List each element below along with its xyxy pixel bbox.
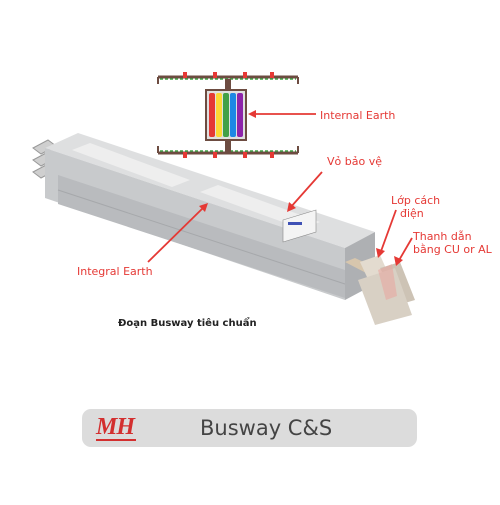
phase-bar-red <box>209 93 215 137</box>
phase-bar-green <box>223 93 229 137</box>
phase-bar-yellow <box>216 93 222 137</box>
figure-caption: Đoạn Busway tiêu chuẩn <box>118 318 257 329</box>
annotation-arrows <box>147 110 413 266</box>
brand-logo: MH <box>96 414 136 441</box>
label-thanh-dan-2: bằng CU or AL <box>413 243 492 256</box>
brand-bar: MH Busway C&S <box>82 409 417 447</box>
label-lop-cach-2: điện <box>400 207 424 220</box>
phase-bar-purple <box>237 93 243 137</box>
label-vo-bao-ve: Vỏ bảo vệ <box>327 155 382 168</box>
cross-section <box>157 72 299 158</box>
brand-title: Busway C&S <box>200 416 333 440</box>
busway-body <box>32 133 415 325</box>
brand-logo-underline <box>96 439 136 441</box>
label-thanh-dan-1: Thanh dẫn <box>413 230 472 243</box>
label-internal-earth: Internal Earth <box>320 109 396 122</box>
label-integral-earth: Integral Earth <box>77 265 153 278</box>
label-lop-cach-1: Lớp cách <box>391 194 441 207</box>
phase-bar-blue <box>230 93 236 137</box>
brand-logo-text: MH <box>96 414 135 440</box>
